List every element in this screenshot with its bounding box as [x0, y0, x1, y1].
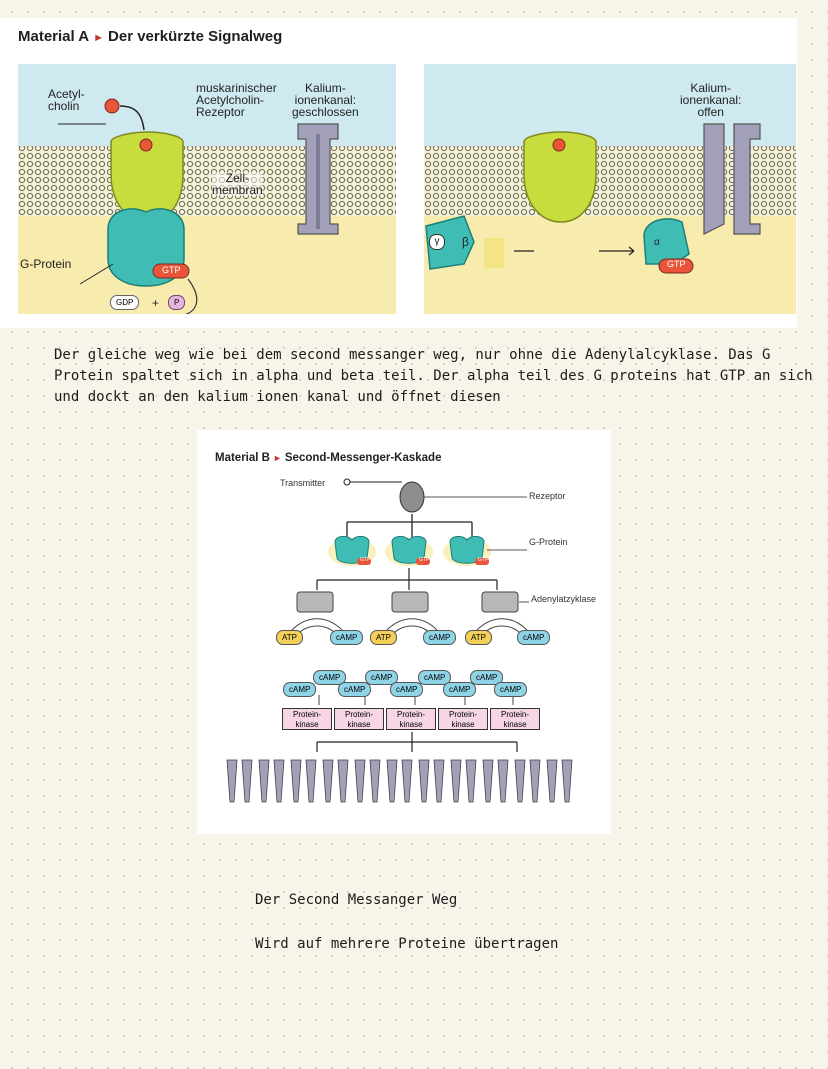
material-b-label: Material B [215, 452, 270, 464]
protein-kinase-3: Protein- kinase [386, 708, 436, 730]
material-a-figure: Material A►Der verkürzte Signalweg Ac [0, 18, 797, 328]
transmitter-label: Transmitter [280, 478, 326, 488]
receptor-label-b: Rezeptor [529, 491, 566, 501]
cell-membrane [18, 146, 396, 216]
gdp-pill: GDP [110, 295, 140, 310]
camp-row-3: cAMP [418, 670, 452, 685]
camp-row-9: cAMP [494, 682, 528, 697]
adenylate-cyclase-label: Adenylatzyklase [531, 594, 597, 604]
gtp-label-2: GTP [419, 557, 430, 563]
atp-pill-3: ATP [465, 630, 492, 645]
camp-pill-3: cAMP [517, 630, 551, 645]
ion-channel-row [226, 759, 573, 803]
adenylate-cyclase-2 [391, 591, 429, 613]
gtp-pill-right: GTP [667, 259, 686, 269]
g-protein-group [328, 535, 491, 566]
camp-pill-1: cAMP [330, 630, 364, 645]
adenylate-cyclase-1 [296, 591, 334, 613]
camp-pill-2: cAMP [423, 630, 457, 645]
open-channel-label: Kalium- ionenkanal: offen [680, 81, 742, 119]
gtp-label-1: GTP [360, 557, 371, 563]
phosphate-pill: P [168, 295, 186, 310]
protein-kinase-2: Protein- kinase [334, 708, 384, 730]
g-protein-label-b: G-Protein [529, 537, 568, 547]
caption-second-messenger: Der Second Messanger Weg [255, 892, 458, 908]
camp-row-5: cAMP [283, 682, 317, 697]
material-b-figure: Material B►Second-Messenger-Kaskade [197, 430, 611, 834]
acetylcholine-label: Acetyl- cholin [48, 87, 85, 113]
camp-row-7: cAMP [390, 682, 424, 697]
camp-row-4: cAMP [470, 670, 504, 685]
cascade-diagram [226, 478, 573, 803]
receptor-label: muskarinischer Acetylcholin- Rezeptor [196, 81, 277, 119]
material-b-title: Material B►Second-Messenger-Kaskade [215, 452, 441, 464]
atp-pill-1: ATP [276, 630, 303, 645]
gtp-label-3: GTP [478, 557, 489, 563]
camp-row-6: cAMP [338, 682, 372, 697]
material-b-subtitle: Second-Messenger-Kaskade [284, 452, 442, 464]
potassium-channel-open [703, 123, 761, 235]
material-a-left-diagram [18, 64, 396, 314]
note-paragraph: Der gleiche weg wie bei dem second messa… [54, 347, 813, 405]
acetylcholine-free-icon [104, 98, 120, 114]
camp-row-8: cAMP [443, 682, 477, 697]
acetylcholine-bound-right-icon [552, 138, 566, 152]
plus-sign: + [152, 296, 160, 310]
title-arrow-icon: ► [93, 32, 105, 44]
alpha-label: α [654, 237, 660, 248]
transmitter-icon [343, 478, 351, 486]
g-protein-label: G-Protein [20, 257, 72, 271]
material-a-title: Material A►Der verkürzte Signalweg [18, 28, 282, 45]
protein-kinase-1: Protein- kinase [282, 708, 332, 730]
membrane-label: Zell- membran [212, 171, 263, 197]
material-a-label: Material A [18, 28, 90, 45]
receptor-shape-right [523, 131, 597, 223]
atp-pill-2: ATP [370, 630, 397, 645]
acetylcholine-bound-icon [139, 138, 153, 152]
title-arrow-b-icon: ► [272, 453, 282, 463]
receptor-icon [399, 481, 425, 513]
closed-channel-label: Kalium- ionenkanal: geschlossen [292, 81, 359, 119]
material-a-right-diagram [424, 64, 796, 314]
protein-kinase-5: Protein- kinase [490, 708, 540, 730]
adenylate-cyclase-3 [481, 591, 519, 613]
gtp-pill: GTP [162, 265, 181, 275]
beta-gamma-subunit [425, 215, 475, 270]
material-a-subtitle: Der verkürzte Signalweg [108, 28, 283, 45]
caption-multiple-proteins: Wird auf mehrere Proteine übertragen [255, 936, 559, 952]
gamma-label: γ [429, 234, 445, 250]
beta-label: β [462, 235, 469, 249]
camp-row-1: cAMP [313, 670, 347, 685]
protein-kinase-4: Protein- kinase [438, 708, 488, 730]
camp-row-2: cAMP [365, 670, 399, 685]
intracellular-space [18, 216, 396, 314]
